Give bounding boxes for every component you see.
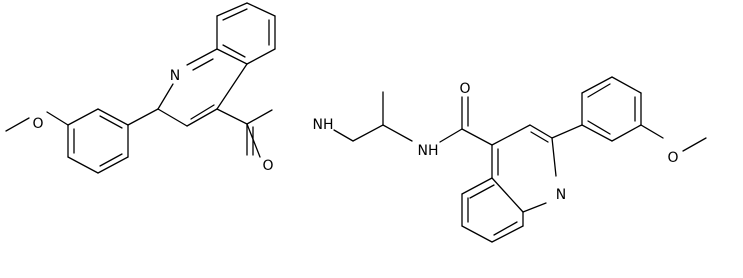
left-quinoline-pyridine-ring [157, 48, 248, 127]
left-methoxy-group: O [5, 111, 69, 132]
left-nh-group: NH [313, 117, 354, 142]
right-ring-nitrogen-label: N [556, 187, 566, 203]
left-methoxy-oxygen-label: O [32, 116, 43, 132]
left-amide-oxygen-label: O [262, 158, 273, 174]
right-quinoline-pyridine-ring [491, 124, 557, 213]
left-amide-nh-label: NH [313, 117, 334, 133]
left-quinoline-benzo-ring [216, 2, 276, 65]
right-methoxy-oxygen-label: O [667, 150, 678, 166]
left-ring-nitrogen-label: N [170, 68, 180, 84]
right-nh-group: NH [418, 128, 463, 159]
right-quinoline-benzo-ring [461, 177, 524, 243]
right-methoxy-group: O [640, 124, 707, 166]
left-methoxyphenyl-ring [67, 108, 159, 174]
propyl-linker [352, 91, 413, 142]
right-amide-group: O [459, 81, 493, 146]
right-amide-nh-label: NH [418, 143, 439, 159]
left-quinoline-nitrogen: N [170, 68, 180, 84]
left-amide-group: O [216, 108, 274, 174]
right-quinoline-nitrogen: N [556, 187, 566, 203]
right-methoxyphenyl-ring [551, 76, 642, 142]
right-amide-oxygen-label: O [459, 81, 470, 97]
